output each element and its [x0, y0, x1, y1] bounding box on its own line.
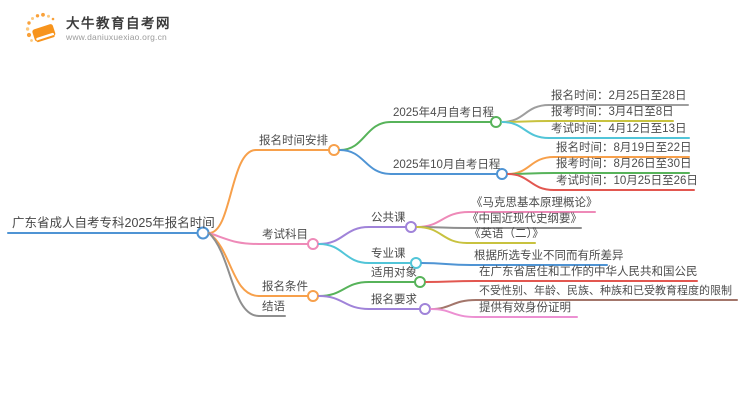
site-logo: 大牛教育自考网 www.daniuxuexiao.org.cn	[24, 12, 171, 46]
branch-line	[339, 121, 392, 151]
branch-line	[507, 156, 555, 175]
branch-line	[318, 243, 370, 264]
node-public-courses: 公共课	[371, 212, 406, 224]
branch-line	[501, 121, 550, 139]
branch-line	[208, 232, 260, 245]
branch-line	[501, 104, 550, 123]
node-root: 广东省成人自考专科2025年报名时间	[12, 216, 215, 230]
logo-title: 大牛教育自考网	[66, 15, 171, 31]
branch-line	[416, 226, 468, 244]
leaf-eligible-people-detail: 在广东省居住和工作的中华人民共和国公民	[479, 266, 698, 278]
node-exam-subjects: 考试科目	[262, 229, 308, 241]
node-circle	[405, 221, 417, 233]
node-circle	[419, 303, 431, 315]
logo-url: www.daniuxuexiao.org.cn	[66, 31, 167, 42]
leaf-october-signup-time: 报名时间：8月19日至22日	[556, 142, 692, 154]
node-major-courses: 专业课	[371, 248, 406, 260]
leaf-major-courses-note: 根据所选专业不同而有所差异	[474, 250, 624, 262]
leaf-english-course: 《英语（二）》	[469, 228, 544, 240]
node-circle	[328, 144, 340, 156]
branch-line	[318, 281, 370, 297]
leaf-modern-history-course: 《中国近现代史纲要》	[467, 213, 582, 225]
branch-line	[339, 149, 392, 175]
node-circle	[307, 290, 319, 302]
branch-line	[318, 226, 370, 245]
leaf-marxism-course: 《马克思基本原理概论》	[471, 197, 598, 209]
node-circle	[307, 238, 319, 250]
branch-line	[430, 308, 477, 318]
node-registration-requirements: 报名要求	[371, 294, 417, 306]
leaf-april-signup-time: 报名时间：2月25日至28日	[551, 90, 687, 102]
branch-line	[430, 299, 477, 310]
node-april-2025-schedule: 2025年4月自考日程	[393, 107, 494, 119]
leaf-april-apply-time: 报考时间：3月4日至8日	[551, 106, 674, 118]
branch-line	[208, 149, 257, 234]
branch-line	[416, 211, 470, 228]
book-sunburst-icon	[25, 12, 56, 43]
leaf-october-exam-time: 考试时间：10月25日至26日	[556, 175, 698, 187]
node-registration-conditions: 报名条件	[262, 281, 308, 293]
branch-line	[425, 280, 477, 283]
leaf-april-exam-time: 考试时间：4月12日至13日	[551, 123, 687, 135]
branch-line	[507, 173, 555, 191]
branch-line	[318, 295, 370, 310]
node-conclusion: 结语	[262, 301, 285, 313]
branch-line	[208, 232, 260, 317]
leaf-valid-id: 提供有效身份证明	[479, 302, 571, 314]
leaf-october-apply-time: 报考时间：8月26日至30日	[556, 158, 692, 170]
node-eligible-people: 适用对象	[371, 267, 417, 279]
node-october-2025-schedule: 2025年10月自考日程	[393, 159, 501, 171]
branch-line	[421, 262, 472, 266]
node-registration-schedule: 报名时间安排	[259, 135, 328, 147]
leaf-no-restrictions: 不受性别、年龄、民族、种族和已受教育程度的限制	[479, 285, 732, 297]
